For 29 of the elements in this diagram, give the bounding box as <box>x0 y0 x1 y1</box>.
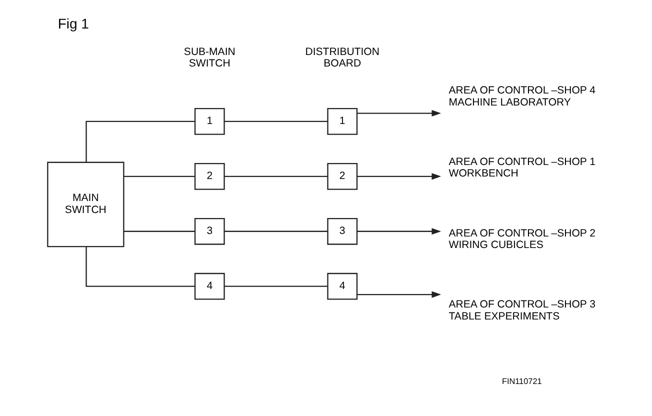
node-box: 3 <box>194 218 225 245</box>
node-text: AREA OF CONTROL –SHOP 3 TABLE EXPERIMENTS <box>448 298 596 322</box>
node-box: MAIN SWITCH <box>47 162 124 248</box>
node-box: 2 <box>327 162 358 190</box>
label: SUB-MAIN SWITCH <box>184 46 236 70</box>
connector <box>86 120 195 162</box>
connector <box>86 246 195 287</box>
connector <box>224 120 328 122</box>
node-box: 1 <box>194 108 225 135</box>
connector <box>224 286 328 287</box>
node-text: AREA OF CONTROL –SHOP 1 WORKBENCH <box>448 156 596 180</box>
connector <box>224 230 328 232</box>
connector <box>224 176 328 178</box>
node-text: AREA OF CONTROL –SHOP 4 MACHINE LABORATORY <box>448 84 596 108</box>
node-box: 1 <box>327 108 358 135</box>
arrow <box>357 173 442 180</box>
node-box: 4 <box>194 272 225 300</box>
connector <box>124 176 195 178</box>
node-text: AREA OF CONTROL –SHOP 2 WIRING CUBICLES <box>448 227 596 251</box>
arrow <box>357 110 442 117</box>
node-box: 3 <box>327 218 358 245</box>
arrow <box>357 228 442 235</box>
node-box: 4 <box>327 272 358 300</box>
arrow <box>357 291 442 298</box>
label: FIN110721 <box>502 377 542 386</box>
node-box: 2 <box>194 162 225 190</box>
diagram-title: Fig 1 <box>58 16 89 32</box>
label: DISTRIBUTION BOARD <box>305 46 380 70</box>
connector <box>124 230 195 232</box>
